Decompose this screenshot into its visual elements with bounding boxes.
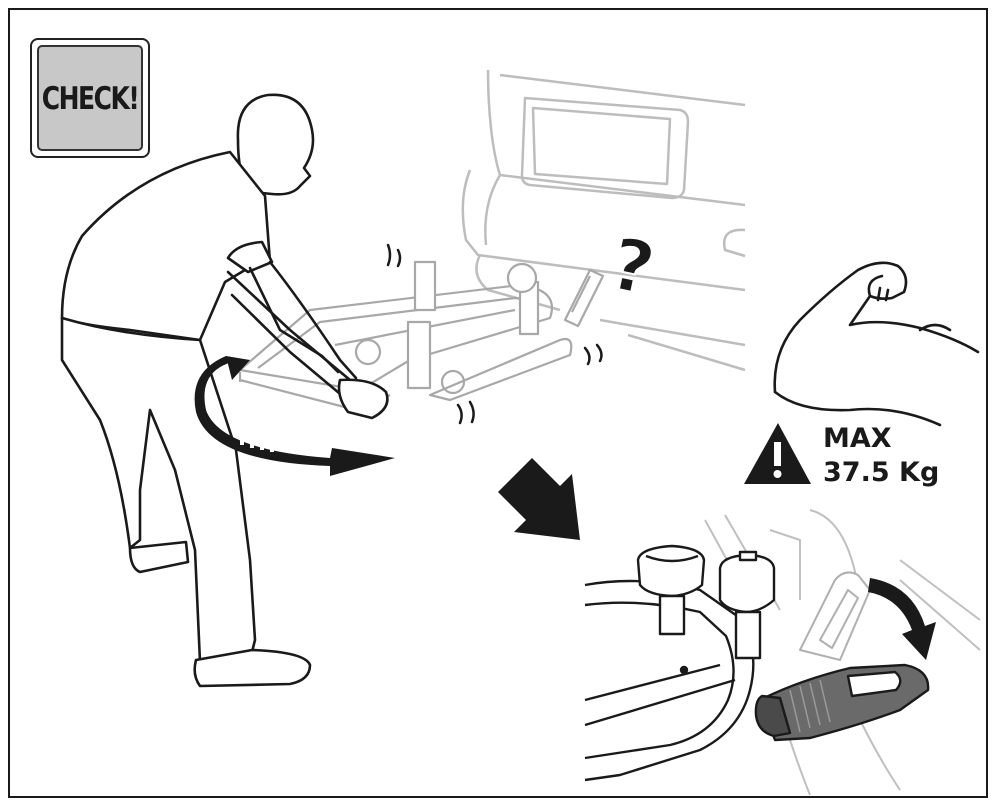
warning-icon (744, 423, 811, 484)
person-figure (60, 93, 389, 688)
max-load-text: MAX 37.5 Kg (823, 422, 939, 490)
check-badge-panel: CHECK! (37, 45, 143, 151)
vibration-marks (386, 243, 603, 425)
flexed-arm-icon (773, 261, 980, 427)
detail-inset (584, 509, 981, 796)
bike-carrier (238, 260, 605, 412)
max-weight: 37.5 Kg (823, 457, 940, 488)
max-label: MAX (823, 423, 892, 454)
question-mark: ? (603, 221, 661, 312)
check-badge: CHECK! (30, 38, 150, 158)
illustration-frame (8, 8, 988, 798)
down-arrow-icon (498, 458, 580, 540)
car-rear (461, 69, 746, 372)
check-label: CHECK! (41, 79, 140, 117)
rotation-arrow-icon (194, 356, 395, 476)
